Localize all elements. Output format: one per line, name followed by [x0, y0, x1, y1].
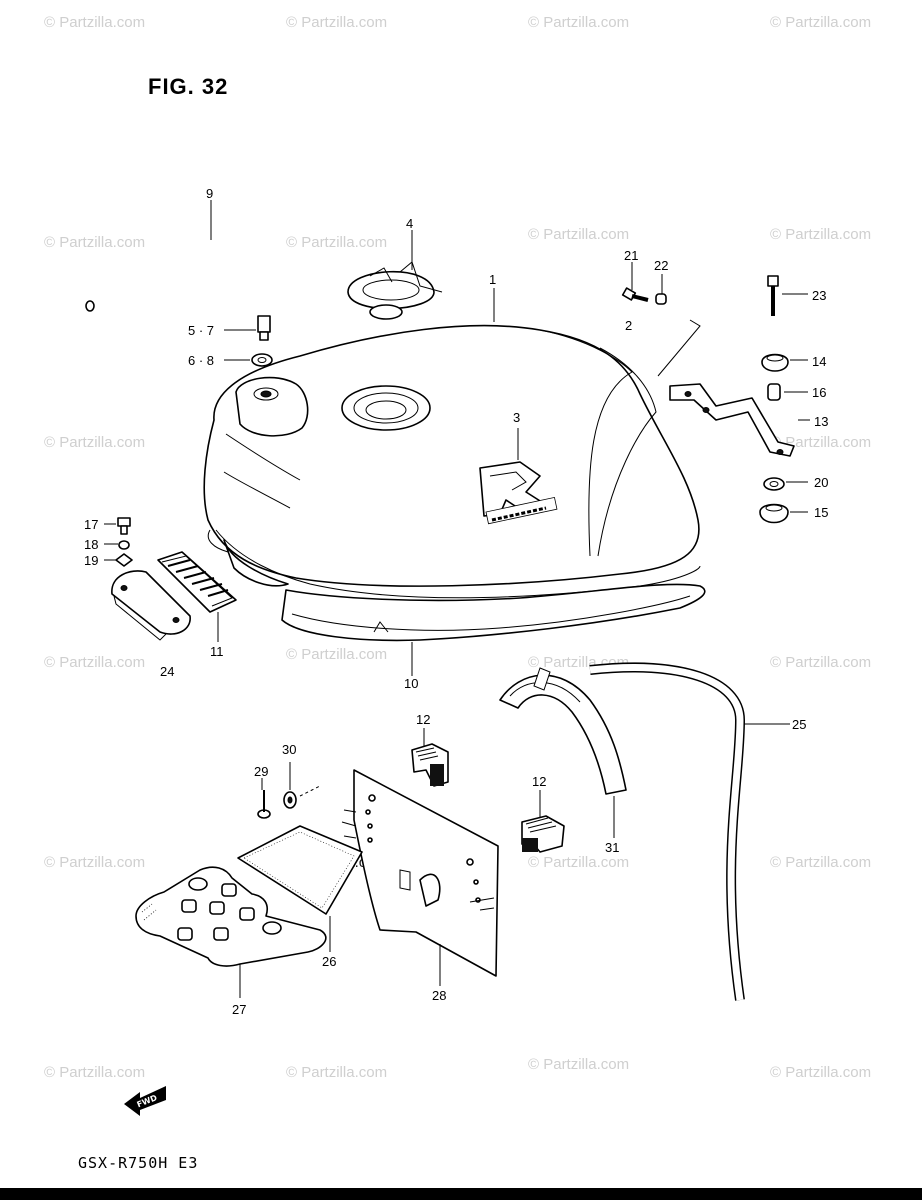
model-code: GSX-R750H E3 [78, 1154, 199, 1172]
callout-12-lower: 12 [532, 774, 546, 789]
grommet-bottom[interactable] [759, 503, 789, 524]
forward-arrow-icon [124, 1086, 166, 1116]
bottom-border [0, 1188, 922, 1200]
clip-upper[interactable] [411, 743, 449, 787]
callout-29: 29 [254, 764, 268, 779]
figure-title: FIG. 32 [148, 74, 229, 99]
nut[interactable] [115, 553, 133, 567]
watermark: © Partzilla.com [770, 14, 872, 31]
fuel-tank[interactable] [203, 324, 701, 599]
callout-20: 20 [814, 475, 828, 490]
callout-21: 21 [624, 248, 638, 263]
callout-2: 2 [625, 318, 632, 333]
long-bolt[interactable] [767, 275, 779, 316]
callout-17: 17 [84, 517, 98, 532]
callout-14: 14 [812, 354, 826, 369]
watermark: © Partzilla.com [44, 654, 146, 671]
callout-23: 23 [812, 288, 826, 303]
watermark: © Partzilla.com [286, 1064, 388, 1081]
watermark: © Partzilla.com [528, 854, 630, 871]
watermark: © Partzilla.com [528, 1056, 630, 1073]
watermark: © Partzilla.com [286, 234, 388, 251]
collar[interactable] [655, 293, 667, 305]
callout-24: 24 [160, 664, 174, 679]
drain-hose[interactable] [589, 662, 746, 1001]
washer[interactable] [251, 353, 273, 367]
watermark: © Partzilla.com [44, 234, 146, 251]
heat-shield[interactable] [341, 769, 499, 977]
watermark: © Partzilla.com [286, 14, 388, 31]
washer-plain[interactable] [763, 477, 785, 491]
callout-28: 28 [432, 988, 446, 1003]
mounting-bracket[interactable] [111, 570, 191, 641]
callout-15: 15 [814, 505, 828, 520]
callout-25: 25 [792, 717, 806, 732]
callout-6-8: 6 · 8 [188, 353, 214, 368]
clip-lower[interactable] [521, 815, 565, 853]
watermark: © Partzilla.com [44, 854, 146, 871]
watermark: © Partzilla.com [44, 14, 146, 31]
insulator-plate[interactable] [135, 866, 327, 967]
watermark: © Partzilla.com [44, 1064, 146, 1081]
spacer[interactable] [767, 383, 781, 401]
watermark: © Partzilla.com [286, 646, 388, 663]
rubber-cushion[interactable] [499, 667, 627, 795]
callout-22: 22 [654, 258, 668, 273]
watermark: © Partzilla.com [528, 226, 630, 243]
callout-9: 9 [206, 186, 213, 201]
bolt-small[interactable] [621, 287, 649, 302]
lock-washer[interactable] [118, 540, 130, 550]
screw[interactable] [257, 790, 271, 819]
callout-5-7: 5 · 7 [188, 323, 214, 338]
tank-emblem[interactable] [479, 461, 558, 525]
watermark: © Partzilla.com [770, 434, 872, 451]
callout-31: 31 [605, 840, 619, 855]
callout-11: 11 [210, 644, 224, 659]
callout-16: 16 [812, 385, 826, 400]
callout-19: 19 [84, 553, 98, 568]
tank-bracket[interactable] [669, 383, 795, 457]
callout-30: 30 [282, 742, 296, 757]
watermark: © Partzilla.com [770, 1064, 872, 1081]
watermark: © Partzilla.com [528, 14, 630, 31]
breather-hose[interactable] [85, 234, 268, 312]
watermark: © Partzilla.com [44, 434, 146, 451]
callout-13: 13 [814, 414, 828, 429]
callout-26: 26 [322, 954, 336, 969]
callout-4: 4 [406, 216, 413, 231]
callout-27: 27 [232, 1002, 246, 1017]
watermark: © Partzilla.com [770, 854, 872, 871]
bolt[interactable] [117, 517, 131, 535]
foam-pad[interactable] [237, 825, 363, 915]
callout-18: 18 [84, 537, 98, 552]
tank-seal[interactable] [207, 529, 706, 642]
watermark: © Partzilla.com [770, 226, 872, 243]
grommet-top[interactable] [761, 353, 789, 372]
hose-fitting[interactable] [257, 315, 271, 341]
callout-3: 3 [513, 410, 520, 425]
callout-12-upper: 12 [416, 712, 430, 727]
watermark: © Partzilla.com [770, 654, 872, 671]
rubber-pad[interactable] [157, 551, 237, 613]
screw-washer[interactable] [283, 791, 297, 809]
callout-1: 1 [489, 272, 496, 287]
fuel-cap[interactable] [347, 261, 443, 320]
callout-10: 10 [404, 676, 418, 691]
